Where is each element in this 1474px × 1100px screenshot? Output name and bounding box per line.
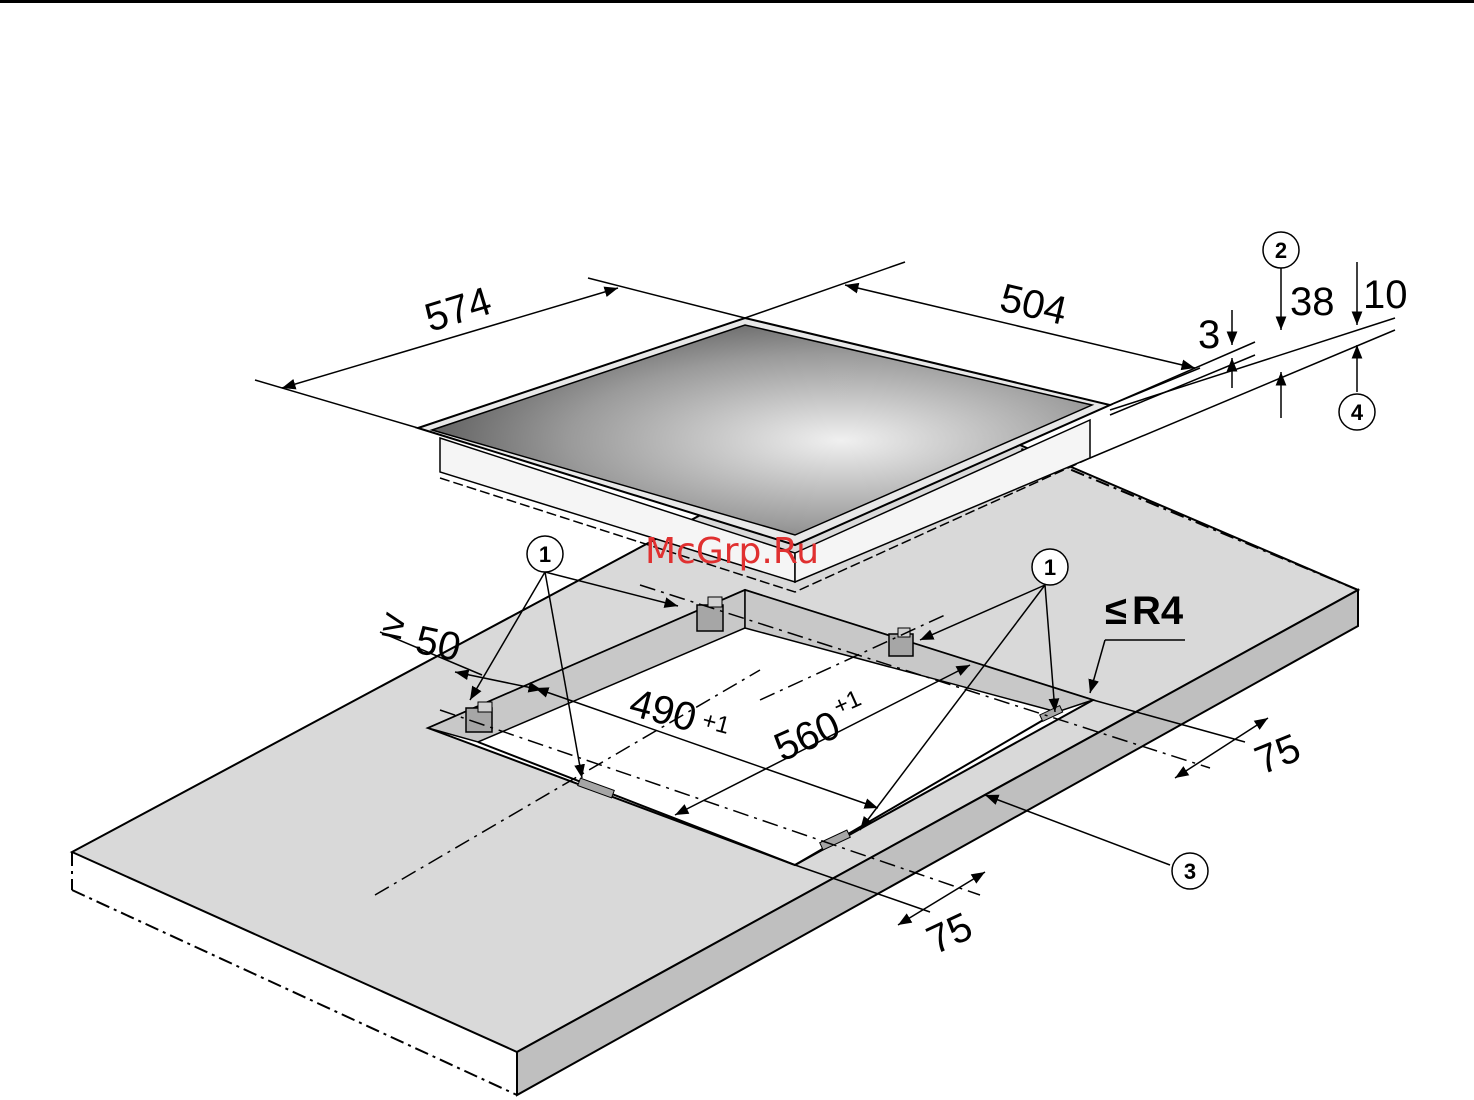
dim-38-label: 38 (1290, 280, 1335, 324)
radius-symbol: ≤ (1105, 589, 1127, 633)
dim-10-label: 10 (1363, 273, 1408, 317)
dim-50-symbol: ≥ (379, 601, 410, 649)
watermark: McGrp.Ru (645, 531, 819, 572)
callout-4-number: 4 (1351, 400, 1364, 425)
dim-50-value: 50 (412, 618, 465, 670)
callout-2: 2 (1263, 232, 1299, 268)
radius-value: R4 (1132, 589, 1184, 633)
radius-label: ≤ R4 (1105, 589, 1184, 633)
callout-1-right: 1 (1032, 549, 1068, 585)
dim-75-front-label: 75 (920, 904, 979, 963)
dim-574-label: 574 (420, 279, 497, 341)
callout-2-number: 2 (1275, 238, 1287, 263)
dim-3-label: 3 (1198, 313, 1220, 357)
callout-1-right-number: 1 (1044, 555, 1056, 580)
callout-1-left: 1 (527, 536, 563, 572)
dim-50-label: ≥ 50 (377, 601, 467, 671)
callout-3: 3 (1172, 853, 1208, 889)
callout-4: 4 (1339, 394, 1375, 430)
callout-1-left-number: 1 (539, 542, 551, 567)
callout-3-number: 3 (1184, 859, 1196, 884)
dim-75-right-label: 75 (1249, 726, 1307, 783)
dim-504-label: 504 (996, 276, 1071, 334)
